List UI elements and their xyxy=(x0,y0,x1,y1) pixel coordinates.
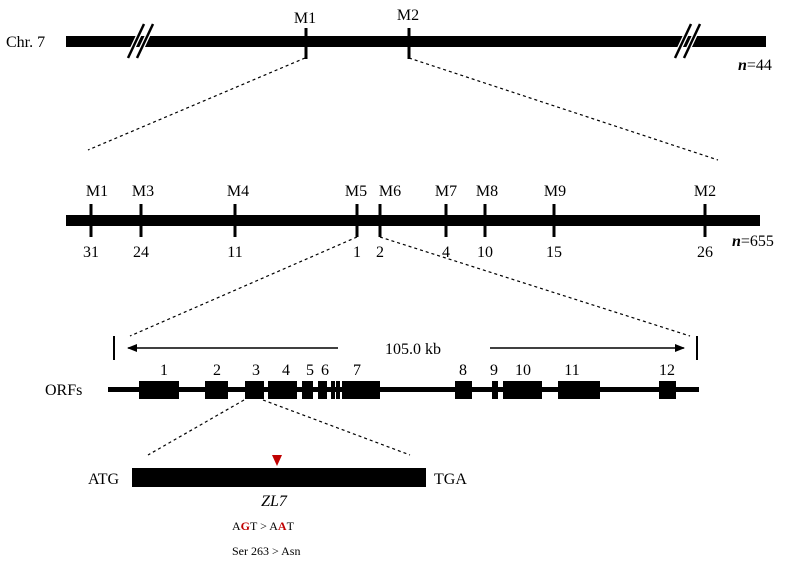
fine-marker-label: M8 xyxy=(476,183,498,200)
zoom-line-right-3 xyxy=(262,399,411,456)
sample-size-chromosome: n=44 xyxy=(738,57,772,74)
orf-number: 11 xyxy=(564,362,579,379)
amino-acid-change: Ser 263 > Asn xyxy=(232,544,300,558)
fine-map-bar xyxy=(66,215,760,226)
orf-block xyxy=(336,381,340,399)
orf-number: 1 xyxy=(160,362,168,379)
zoom-line-right-2 xyxy=(379,236,691,337)
zoom-line-left-3 xyxy=(147,399,245,456)
orf-block xyxy=(139,381,179,399)
orf-number: 10 xyxy=(515,362,531,379)
region-line xyxy=(108,387,699,392)
recombinant-count: 4 xyxy=(442,244,450,261)
orf-number: 2 xyxy=(213,362,221,379)
recombinant-count: 15 xyxy=(546,244,562,261)
fine-marker-label: M3 xyxy=(132,183,154,200)
orfs-label: ORFs xyxy=(45,382,82,399)
orf-block xyxy=(205,381,228,399)
orf-number: 12 xyxy=(659,362,675,379)
orf-block xyxy=(268,381,297,399)
orf-number: 8 xyxy=(459,362,467,379)
gene-name: ZL7 xyxy=(261,493,288,510)
fine-marker-label: M4 xyxy=(227,183,249,200)
recombinant-count: 2 xyxy=(376,244,384,261)
fine-marker-label: M6 xyxy=(379,183,401,200)
fine-marker-label: M2 xyxy=(694,183,716,200)
orf-number: 6 xyxy=(321,362,329,379)
chromosome-bar xyxy=(66,36,766,47)
chromosome-label: Chr. 7 xyxy=(6,34,45,51)
region-length-label: 105.0 kb xyxy=(385,341,441,358)
nucleotide-change: AGT > AAT xyxy=(232,519,295,533)
orf-block xyxy=(455,381,472,399)
fine-marker-label: M9 xyxy=(544,183,566,200)
chromosome-break-left xyxy=(125,22,156,60)
orf-block xyxy=(302,381,313,399)
marker-label-m2: M2 xyxy=(397,7,419,24)
marker-label-m1: M1 xyxy=(294,10,316,27)
start-codon-label: ATG xyxy=(88,471,120,488)
recombinant-count: 24 xyxy=(133,244,149,261)
orf-block xyxy=(503,381,542,399)
orf-block xyxy=(331,381,335,399)
stop-codon-label: TGA xyxy=(434,471,467,488)
recombinant-count: 11 xyxy=(227,244,242,261)
zoom-line-left-2 xyxy=(129,236,358,337)
orf-number: 5 xyxy=(306,362,314,379)
fine-map-markers: M1 31 M3 24 M4 11 M5 1 M6 2 M7 4 M8 10 M9 15 M2 26 xyxy=(83,183,716,261)
orf-block xyxy=(245,381,264,399)
recombinant-count: 31 xyxy=(83,244,99,261)
orf-block xyxy=(318,381,327,399)
mutation-site-marker xyxy=(272,455,282,466)
orf-number: 7 xyxy=(353,362,361,379)
sample-size-fine-map: n=655 xyxy=(732,233,774,250)
chromosome-break-right xyxy=(672,22,703,60)
orf-number: 9 xyxy=(490,362,498,379)
recombinant-count: 1 xyxy=(353,244,361,261)
orf-block xyxy=(558,381,600,399)
fine-marker-label: M5 xyxy=(345,183,367,200)
gene-body xyxy=(132,468,426,487)
recombinant-count: 10 xyxy=(477,244,493,261)
orf-block xyxy=(342,381,380,399)
recombinant-count: 26 xyxy=(697,244,713,261)
orf-number: 4 xyxy=(282,362,290,379)
orf-block xyxy=(492,381,498,399)
zoom-line-right-1 xyxy=(408,57,719,161)
orf-block xyxy=(659,381,676,399)
orf-number: 3 xyxy=(252,362,260,379)
fine-marker-label: M7 xyxy=(435,183,457,200)
zoom-line-left-1 xyxy=(87,57,306,151)
fine-marker-label: M1 xyxy=(86,183,108,200)
